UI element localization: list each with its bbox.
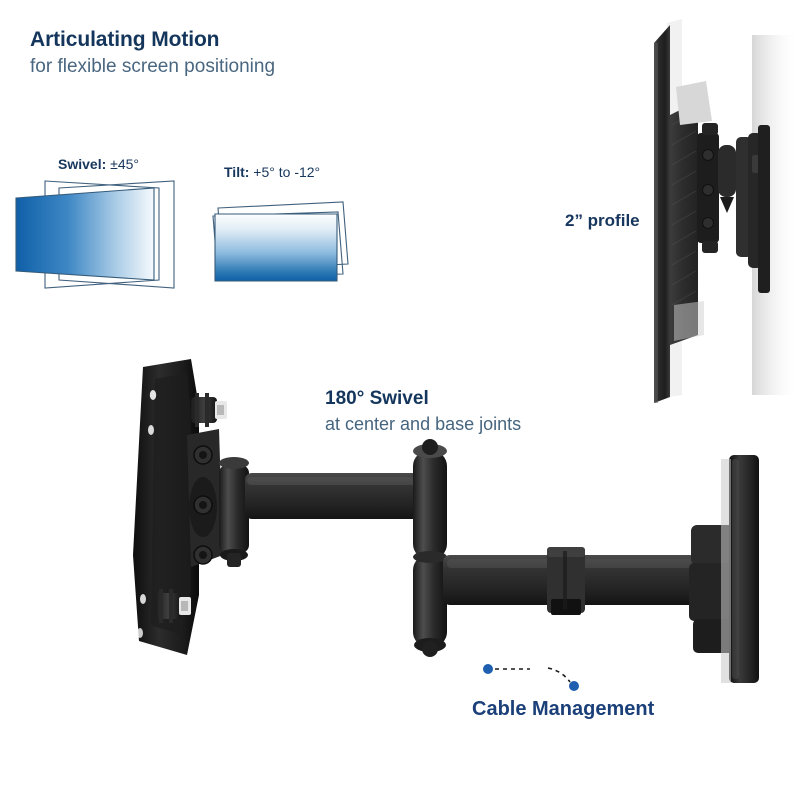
swivel-180-title: 180° Swivel <box>325 388 429 409</box>
page-subtitle: for flexible screen positioning <box>30 56 276 78</box>
tv-screen-edge-highlight <box>654 43 658 403</box>
tv-upper-panel <box>676 81 712 125</box>
cable-management-label: Cable Management <box>472 698 655 720</box>
mounted-tv-profile-photo <box>654 19 800 403</box>
upper-arm-highlight <box>247 477 433 485</box>
wall-plate-bar <box>758 125 770 293</box>
rail-bolt-mid-core <box>199 501 207 509</box>
wall-plate-highlight <box>732 459 739 679</box>
vesa-bottom-tab <box>702 241 718 253</box>
callout-dot-right <box>569 681 579 691</box>
tv-lower-panel <box>674 301 704 341</box>
swivel-active-panel <box>15 187 155 281</box>
wall-plate-backing <box>721 459 731 683</box>
tilt-spec-label: Tilt: +5° to -12° <box>224 164 320 180</box>
vesa-screw-top <box>702 149 714 161</box>
swivel-spec-value: ±45° <box>110 156 139 172</box>
tilt-panels-diagram <box>212 201 349 282</box>
tilt-spec-name: Tilt: <box>224 164 250 180</box>
tv-back-housing <box>670 101 698 345</box>
callout-dot-left <box>483 664 493 674</box>
vesa-screw-bottom <box>702 217 714 229</box>
headline-block: Articulating Motion for flexible screen … <box>30 28 450 80</box>
monitor-joint-pin <box>227 553 241 567</box>
vesa-screw-mid <box>702 184 714 196</box>
swivel-spec-name: Swivel: <box>58 156 107 172</box>
cable-clip-callout <box>483 664 579 691</box>
swivel-180-callout: 180° Swivel at center and base joints <box>325 388 625 435</box>
thumbscrew-bottom <box>155 589 191 623</box>
vesa-hole-upper <box>148 425 154 435</box>
page-title: Articulating Motion <box>30 28 220 51</box>
cable-clip-seam <box>563 551 567 609</box>
swivel-spec-label: Swivel: ±45° <box>58 156 139 172</box>
rail-bolt-bottom-core <box>199 551 207 559</box>
center-hinge-barrel-upper <box>413 451 447 559</box>
center-hinge-bolt-bottom <box>422 641 438 657</box>
swivel-panels-diagram <box>15 180 175 289</box>
articulating-tv-mount-photo <box>133 359 759 683</box>
rail-bolt-top-core <box>199 451 207 459</box>
center-hinge-barrel-lower <box>413 555 447 647</box>
vesa-hole-lower <box>140 594 146 604</box>
swivel-180-subtitle: at center and base joints <box>325 413 522 434</box>
tilt-spec-value: +5° to -12° <box>253 164 321 180</box>
vesa-hole-top <box>149 390 157 400</box>
vesa-hole-bottom <box>137 628 143 638</box>
knuckle-taper <box>720 197 734 213</box>
callout-leader-right <box>547 667 571 683</box>
vesa-plate-inner <box>151 373 191 635</box>
monitor-joint-cap-top <box>219 457 249 469</box>
vesa-top-tab <box>702 123 718 135</box>
center-hinge-seam <box>413 551 447 563</box>
profile-callout-label: 2” profile <box>565 211 640 230</box>
center-swivel-knuckle <box>718 145 736 197</box>
monitor-swivel-joint <box>219 465 249 553</box>
tilt-active-panel <box>214 213 338 282</box>
center-hinge-bolt-top <box>422 439 438 455</box>
thumbscrew-top <box>191 393 227 427</box>
upper-extension-arm <box>245 473 435 519</box>
